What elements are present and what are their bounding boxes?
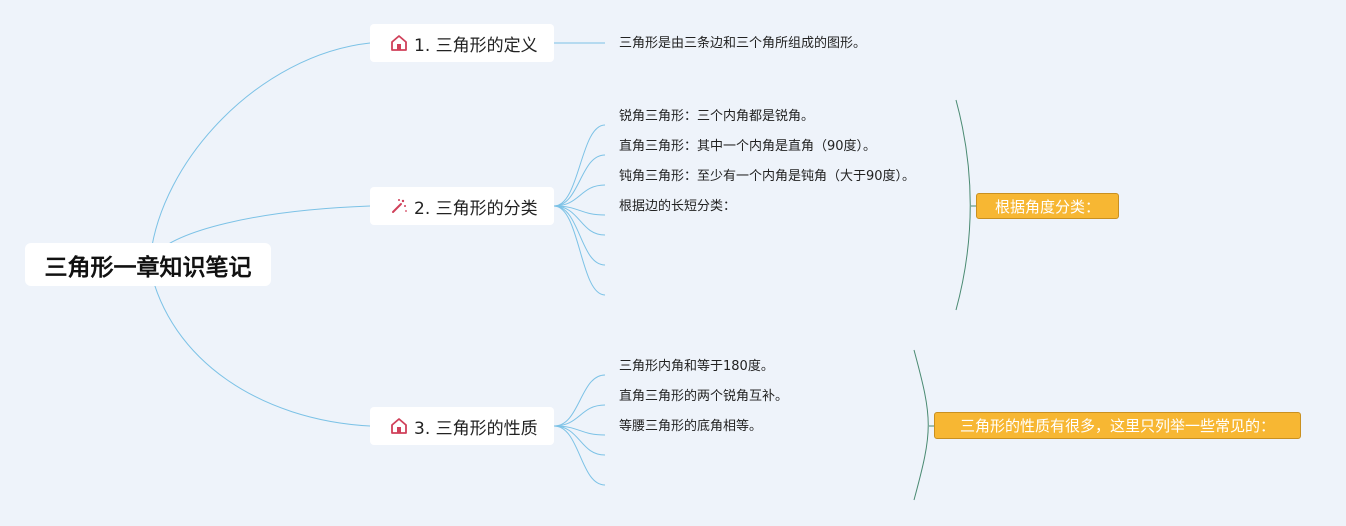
summary-bracket-b2 — [955, 99, 971, 311]
link-b3-leaf-2 — [553, 404, 606, 427]
link-b2-leaf-2 — [553, 154, 606, 207]
link-root-branch-3 — [149, 267, 371, 427]
branch-label: 1. 三角形的定义 — [414, 35, 538, 56]
link-root-branch-1 — [149, 42, 371, 261]
link-b3-leaf-4 — [553, 425, 606, 456]
leaf-topic[interactable]: 根据边的长短分类： — [619, 199, 737, 214]
link-b2-leaf-5 — [553, 205, 606, 236]
link-b3-leaf-5 — [553, 425, 606, 486]
link-b2-leaf-7 — [553, 205, 606, 296]
leaf-topic[interactable]: 三角形是由三条边和三个角所组成的图形。 — [619, 36, 867, 51]
branch-topic-definition[interactable]: 1. 三角形的定义 — [370, 24, 554, 62]
summary-note-angle-classification[interactable]: 根据角度分类： — [976, 193, 1119, 219]
branch-label: 3. 三角形的性质 — [414, 418, 538, 439]
leaf-topic[interactable]: 等腰三角形的底角相等。 — [619, 419, 763, 434]
branch-topic-classification[interactable]: 2. 三角形的分类 — [370, 187, 554, 225]
leaf-topic[interactable]: 直角三角形：其中一个内角是直角（90度）。 — [619, 139, 877, 154]
house-icon — [388, 32, 410, 54]
link-b3-leaf-1 — [553, 374, 606, 427]
magic-wand-icon — [388, 195, 410, 217]
root-topic[interactable]: 三角形一章知识笔记 — [25, 243, 271, 286]
link-b2-leaf-6 — [553, 205, 606, 266]
branch-topic-properties[interactable]: 3. 三角形的性质 — [370, 407, 554, 445]
leaf-topic[interactable]: 三角形内角和等于180度。 — [619, 359, 774, 374]
link-b2-leaf-3 — [553, 184, 606, 207]
branch-label: 2. 三角形的分类 — [414, 198, 538, 219]
house-icon — [388, 415, 410, 437]
summary-bracket-b3 — [913, 349, 929, 501]
root-title: 三角形一章知识笔记 — [44, 254, 252, 281]
summary-note-properties[interactable]: 三角形的性质有很多，这里只列举一些常见的： — [934, 412, 1301, 439]
leaf-topic[interactable]: 直角三角形的两个锐角互补。 — [619, 389, 789, 404]
leaf-topic[interactable]: 锐角三角形：三个内角都是锐角。 — [619, 109, 815, 124]
leaf-topic[interactable]: 钝角三角形：至少有一个内角是钝角（大于90度）。 — [619, 169, 916, 184]
link-b2-leaf-1 — [553, 124, 606, 207]
